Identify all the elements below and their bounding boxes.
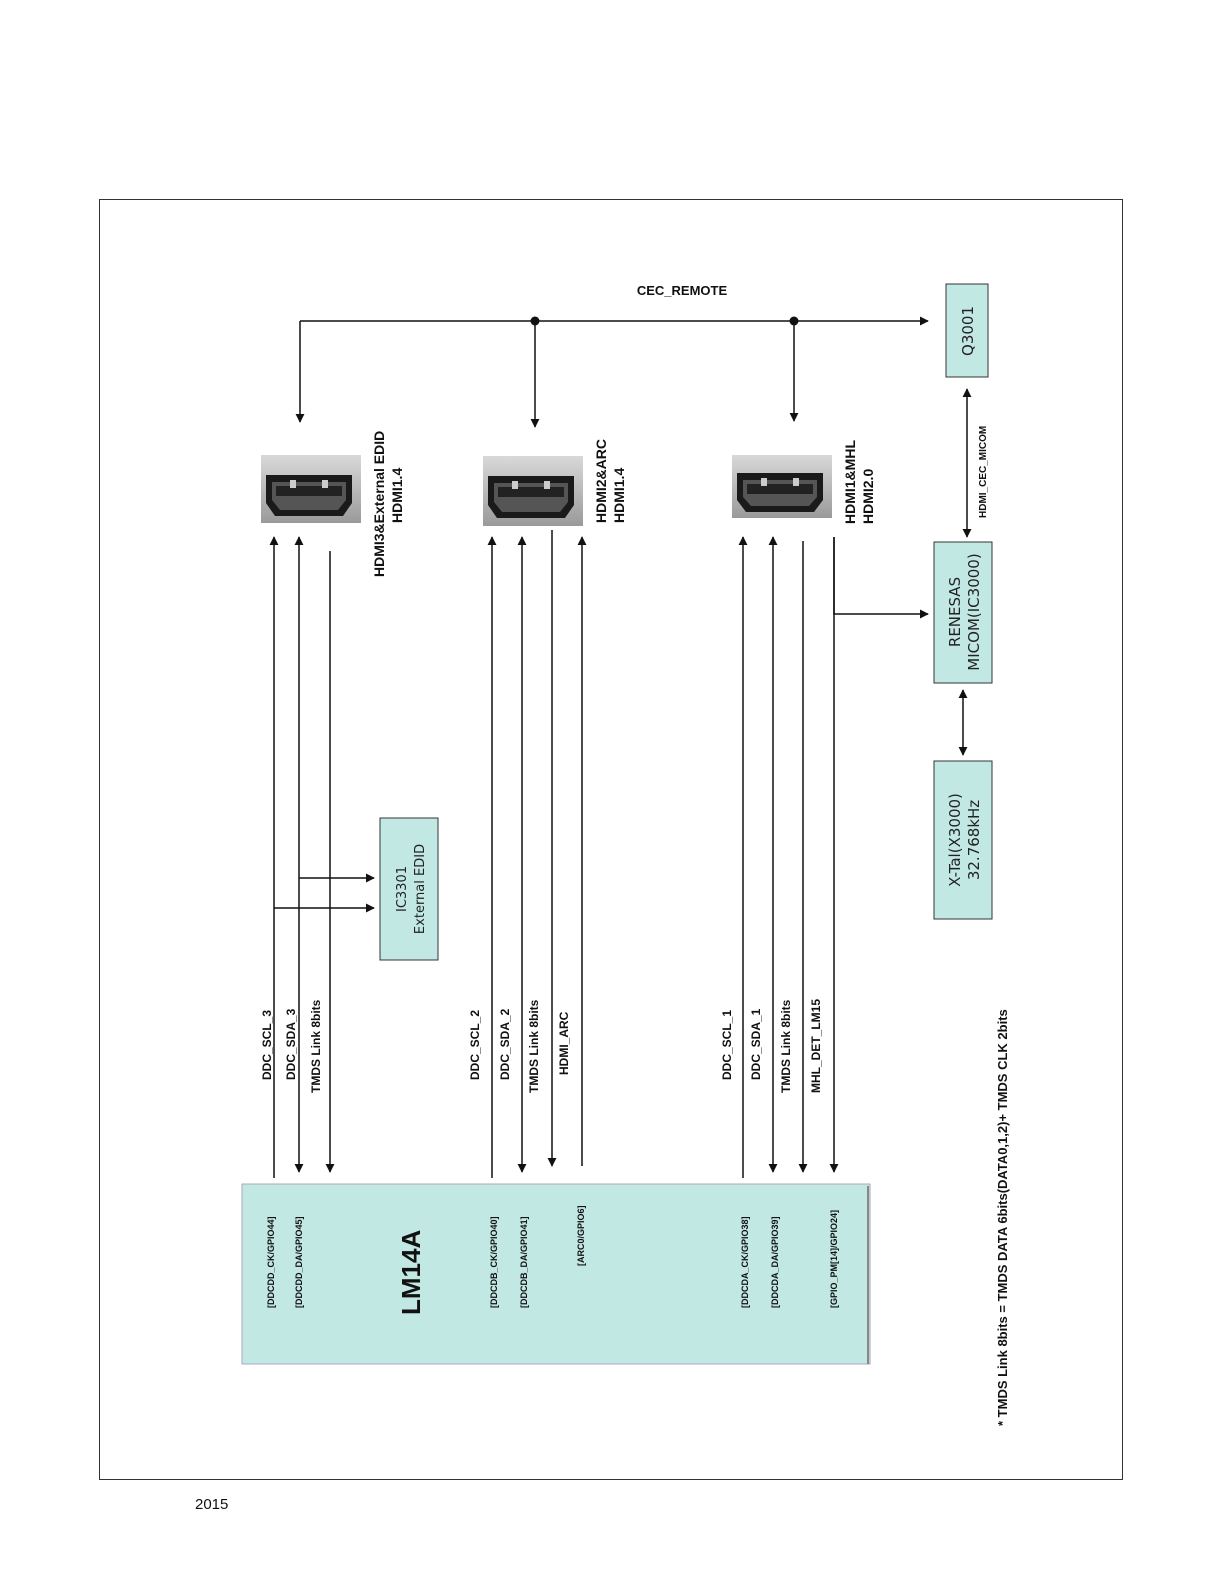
- hdmi3-signal-lines: [269, 536, 335, 1178]
- q3001-label: Q3001: [959, 306, 977, 356]
- diagram-frame: [99, 199, 1123, 1480]
- edid-links: [274, 873, 375, 913]
- hdmi3-port-name: HDMI3&External EDID: [371, 431, 387, 577]
- edid-label-line2: External EDID: [413, 844, 428, 934]
- signal-label: DDC_SCL_3: [260, 1010, 274, 1080]
- pin-label: [DDCDD_DA/GPIO45]: [294, 1216, 304, 1308]
- mhl-det-to-micom: [833, 537, 929, 619]
- pin-label: [GPIO_PM[14]/GPIO24]: [829, 1210, 839, 1308]
- soc-label: LM14A: [396, 1230, 426, 1315]
- hdmi1-port-name: HDMI1&MHL: [842, 440, 858, 524]
- page-number: 2015: [195, 1496, 229, 1513]
- soc-block: [241, 1183, 871, 1365]
- xtal-label-line1: X-Tal(X3000): [946, 793, 964, 887]
- bus-junction: [789, 316, 799, 326]
- signal-label: DDC_SDA_1: [749, 1008, 763, 1080]
- signal-label: MHL_DET_LM15: [809, 999, 823, 1093]
- cec-bus: [295, 316, 929, 428]
- hdmi2-port-name: HDMI2&ARC: [593, 439, 609, 523]
- cec-bus-label: CEC_REMOTE: [637, 283, 728, 298]
- hdmi1-signal-labels: DDC_SCL_1 DDC_SDA_1 TMDS Link 8bits MHL_…: [720, 999, 823, 1093]
- hdmi1-signal-lines: [738, 536, 839, 1178]
- pin-label: [DDCDB_DA/GPIO41]: [519, 1216, 529, 1308]
- hdmi2-signal-lines: [487, 530, 587, 1178]
- hdmi3-port-version: HDMI1.4: [389, 468, 405, 523]
- micom-block: [933, 541, 993, 684]
- signal-label: DDC_SDA_2: [498, 1008, 512, 1080]
- hdmi3-pin-labels: [DDCDD_CK/GPIO44] [DDCDD_DA/GPIO45]: [266, 1216, 304, 1308]
- signal-label: DDC_SCL_1: [720, 1010, 734, 1080]
- hdmi1-port-version: HDMI2.0: [860, 469, 876, 524]
- hdmi3-port-icon: [261, 455, 361, 523]
- pin-label: [DDCDA_CK/GPIO38]: [740, 1216, 750, 1308]
- pin-label: [DDCDB_CK/GPIO40]: [489, 1216, 499, 1308]
- footnote: * TMDS Link 8bits = TMDS DATA 6bits(DATA…: [995, 1009, 1010, 1426]
- signal-label: DDC_SCL_2: [468, 1010, 482, 1080]
- signal-label: TMDS Link 8bits: [779, 999, 793, 1093]
- hdmi2-port-icon: [483, 456, 583, 526]
- edid-label-line1: IC3301: [395, 866, 410, 912]
- edid-block: [379, 817, 439, 961]
- hdmi2-signal-labels: DDC_SCL_2 DDC_SDA_2 TMDS Link 8bits HDMI…: [468, 999, 571, 1093]
- q3001-block: [945, 283, 989, 378]
- signal-label: TMDS Link 8bits: [309, 999, 323, 1093]
- pin-label: [DDCDD_CK/GPIO44]: [266, 1216, 276, 1308]
- bus-junction: [530, 316, 540, 326]
- xtal-block: [933, 760, 993, 920]
- pin-label: [DDCDA_DA/GPIO39]: [770, 1216, 780, 1308]
- hdmi1-port-icon: [732, 455, 832, 518]
- hdmi2-port-version: HDMI1.4: [611, 468, 627, 523]
- hdmi2-pin-labels: [DDCDB_CK/GPIO40] [DDCDB_DA/GPIO41] [ARC…: [489, 1205, 586, 1308]
- micom-label-line2: MICOM(IC3000): [965, 553, 983, 670]
- signal-label: HDMI_ARC: [557, 1011, 571, 1075]
- hdmi1-pin-labels: [DDCDA_CK/GPIO38] [DDCDA_DA/GPIO39] [GPI…: [740, 1210, 839, 1308]
- signal-label: DDC_SDA_3: [284, 1008, 298, 1080]
- signal-label: TMDS Link 8bits: [527, 999, 541, 1093]
- xtal-label-line2: 32.768kHz: [965, 800, 983, 880]
- micom-link-label: HDMI_CEC_MICOM: [978, 426, 989, 518]
- pin-label: [ARC0/GPIO6]: [576, 1205, 586, 1266]
- micom-label-line1: RENESAS: [946, 577, 964, 647]
- hdmi3-signal-labels: DDC_SCL_3 DDC_SDA_3 TMDS Link 8bits: [260, 999, 323, 1093]
